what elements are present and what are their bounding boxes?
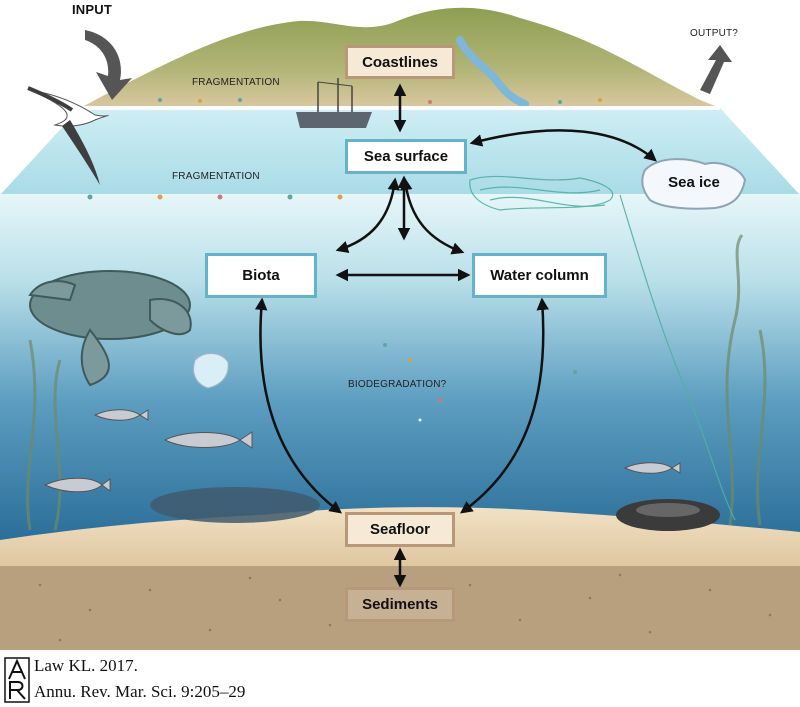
turtle-icon: [28, 270, 192, 387]
sediments-box: Sediments: [345, 587, 455, 622]
seafloor-box: Seafloor: [345, 512, 455, 547]
fragmentation-sea-label: FRAGMENTATION: [172, 171, 260, 182]
water-column-box: Water column: [472, 253, 607, 298]
output-arrow-icon: [700, 45, 732, 94]
seaweed: [26, 234, 767, 531]
input-label: INPUT: [72, 2, 112, 17]
biodegradation-label: BIODEGRADATION?: [348, 379, 447, 390]
flow-arrows: [254, 83, 657, 588]
coastlines-box: Coastlines: [345, 45, 455, 79]
fishing-boat-icon: [296, 78, 372, 128]
input-arrow-icon: [85, 30, 132, 100]
annual-reviews-logo-icon: [4, 657, 30, 703]
fish-icons: [43, 409, 681, 493]
ghost-net: [469, 175, 736, 521]
sea-surface-box: Sea surface: [345, 139, 467, 174]
plastic-bag-icon: [192, 352, 229, 389]
citation: Law KL. 2017. Annu. Rev. Mar. Sci. 9:205…: [0, 652, 800, 707]
citation-line-1: Law KL. 2017.: [34, 656, 138, 675]
output-label: OUTPUT?: [690, 28, 739, 39]
ocean-diagram: INPUT OUTPUT? FRAGMENTATION FRAGMENTATIO…: [0, 2, 800, 650]
sea-ice-label: Sea ice: [668, 173, 720, 191]
sea-ice-shape: [641, 158, 747, 210]
scene-illustration: [0, 7, 800, 650]
tire-icon: [616, 499, 720, 531]
water-column-body: [0, 195, 800, 540]
mussel-bed: [150, 487, 320, 523]
citation-line-2: Annu. Rev. Mar. Sci. 9:205–29: [34, 682, 246, 701]
fragmentation-land-label: FRAGMENTATION: [192, 77, 280, 88]
albatross-icon: [27, 86, 109, 185]
biota-box: Biota: [205, 253, 317, 298]
